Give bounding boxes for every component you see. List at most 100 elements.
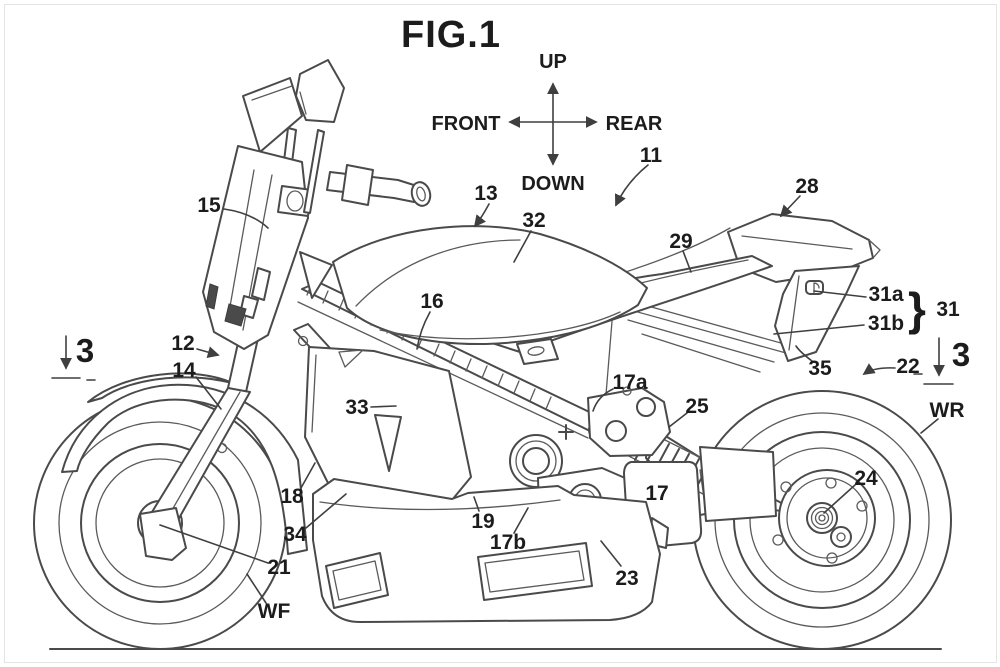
leader-19 — [473, 496, 480, 512]
hub-ring — [818, 514, 826, 522]
ref-label-wf: WF — [258, 600, 291, 623]
leader-lines — [159, 164, 939, 604]
ref-label-15: 15 — [197, 194, 221, 217]
leader-32 — [513, 230, 532, 263]
leader-12 — [196, 346, 220, 358]
rear-side-panel — [774, 265, 860, 362]
fork-axle-bracket — [139, 507, 187, 561]
tail-tip — [868, 239, 881, 259]
leader-13 — [473, 203, 490, 228]
section-marker-left: 3 — [51, 332, 96, 381]
ref-label-12: 12 — [171, 332, 194, 355]
hub-bolt — [825, 477, 837, 489]
front-rim-inner — [95, 458, 225, 588]
hub-bolt — [772, 534, 784, 546]
leader-24 — [823, 484, 856, 514]
leader-31b — [773, 324, 865, 335]
subframe-rail — [641, 333, 761, 373]
hub-bolt — [780, 481, 792, 493]
side-fairing-panel — [304, 346, 472, 510]
under-cover-top-line — [319, 499, 561, 511]
bar-riser — [341, 164, 374, 206]
panel-triangle-cutout — [374, 414, 402, 472]
front-rim-outer — [80, 443, 240, 603]
section-label-left: 3 — [76, 332, 94, 369]
subframe-rail — [627, 319, 775, 363]
cover-slot-rear — [477, 542, 593, 601]
ref-label-13: 13 — [474, 182, 497, 205]
ref-label-31a: 31a — [868, 283, 903, 306]
panel-edge-line — [311, 354, 317, 433]
final-drive-hub — [772, 469, 876, 567]
orientation-compass: UP DOWN FRONT REAR — [432, 51, 663, 195]
handlebar — [326, 164, 432, 207]
leader-31a — [813, 290, 867, 298]
rear-rim-inner — [749, 447, 895, 593]
mirror-stalk — [303, 129, 325, 214]
intake-slot — [527, 346, 545, 356]
leader-21 — [159, 524, 269, 564]
grip-end-inner — [416, 186, 426, 202]
fuel-tank-shroud — [332, 225, 648, 346]
bar-clamp — [277, 185, 313, 217]
compass-down-label: DOWN — [521, 173, 584, 195]
hub-drain-ring — [830, 526, 852, 548]
leader-wf — [246, 573, 267, 604]
ref-label-28: 28 — [795, 175, 819, 198]
hub-ring — [814, 510, 830, 526]
pivot-bolt — [622, 386, 632, 396]
cover-slot-front — [325, 552, 389, 609]
hub-housing-outer — [778, 469, 876, 567]
rear-panel-edge — [788, 275, 800, 351]
intake-outline — [516, 338, 559, 365]
compass-up-label: UP — [539, 51, 567, 73]
ref-label-29: 29 — [669, 230, 692, 253]
ref-label-14: 14 — [172, 359, 196, 382]
grip-end — [410, 181, 432, 207]
ref-label-22: 22 — [896, 355, 919, 378]
ref-label-21: 21 — [267, 556, 291, 579]
leader-wr — [920, 418, 939, 434]
under-cover — [312, 478, 661, 623]
tail-cowl-crease — [741, 235, 853, 250]
mask-side-tab — [205, 283, 219, 310]
mask-dark-blob — [224, 303, 247, 327]
leader-23 — [600, 540, 622, 567]
rear-box — [699, 446, 777, 522]
mirror-blade — [295, 59, 345, 123]
fork-inner-line — [167, 391, 241, 518]
fender-outline — [61, 383, 308, 555]
hub-bolt — [826, 552, 838, 564]
tank-outline — [332, 225, 648, 346]
hub-ring — [810, 506, 834, 530]
leader-14 — [195, 376, 222, 410]
ref-label-17: 17 — [645, 482, 668, 505]
ref-label-35: 35 — [808, 357, 832, 380]
leader-22 — [862, 363, 896, 376]
pivot-hole — [605, 420, 627, 442]
ref-label-24: 24 — [854, 467, 878, 490]
reference-labels: 11 13 15 32 28 29 31a 31b } 31 16 12 14 … — [171, 144, 964, 623]
cover-slot-front-inner — [332, 560, 382, 601]
ref-label-17a: 17a — [612, 371, 647, 394]
motorcycle-drawing — [33, 59, 952, 650]
leader-16 — [416, 311, 431, 350]
ref-label-31: 31 — [936, 298, 960, 321]
ref-label-11: 11 — [640, 144, 663, 167]
leader-33 — [370, 405, 397, 408]
clamp-boss — [286, 190, 304, 212]
leader-15 — [223, 208, 269, 229]
leader-28 — [779, 195, 801, 218]
headlight-mask — [202, 77, 313, 350]
section-label-right: 3 — [952, 336, 970, 373]
figure-title: FIG.1 — [401, 14, 501, 56]
hub-bolt — [856, 500, 868, 512]
leader-18 — [300, 462, 316, 489]
engine-cover-ring — [522, 447, 550, 475]
compass-rear-label: REAR — [606, 113, 663, 135]
leader-25 — [668, 412, 688, 428]
mirror-blade-line — [299, 91, 307, 115]
ref-label-17b: 17b — [490, 531, 526, 554]
ref-label-32: 32 — [522, 209, 545, 232]
